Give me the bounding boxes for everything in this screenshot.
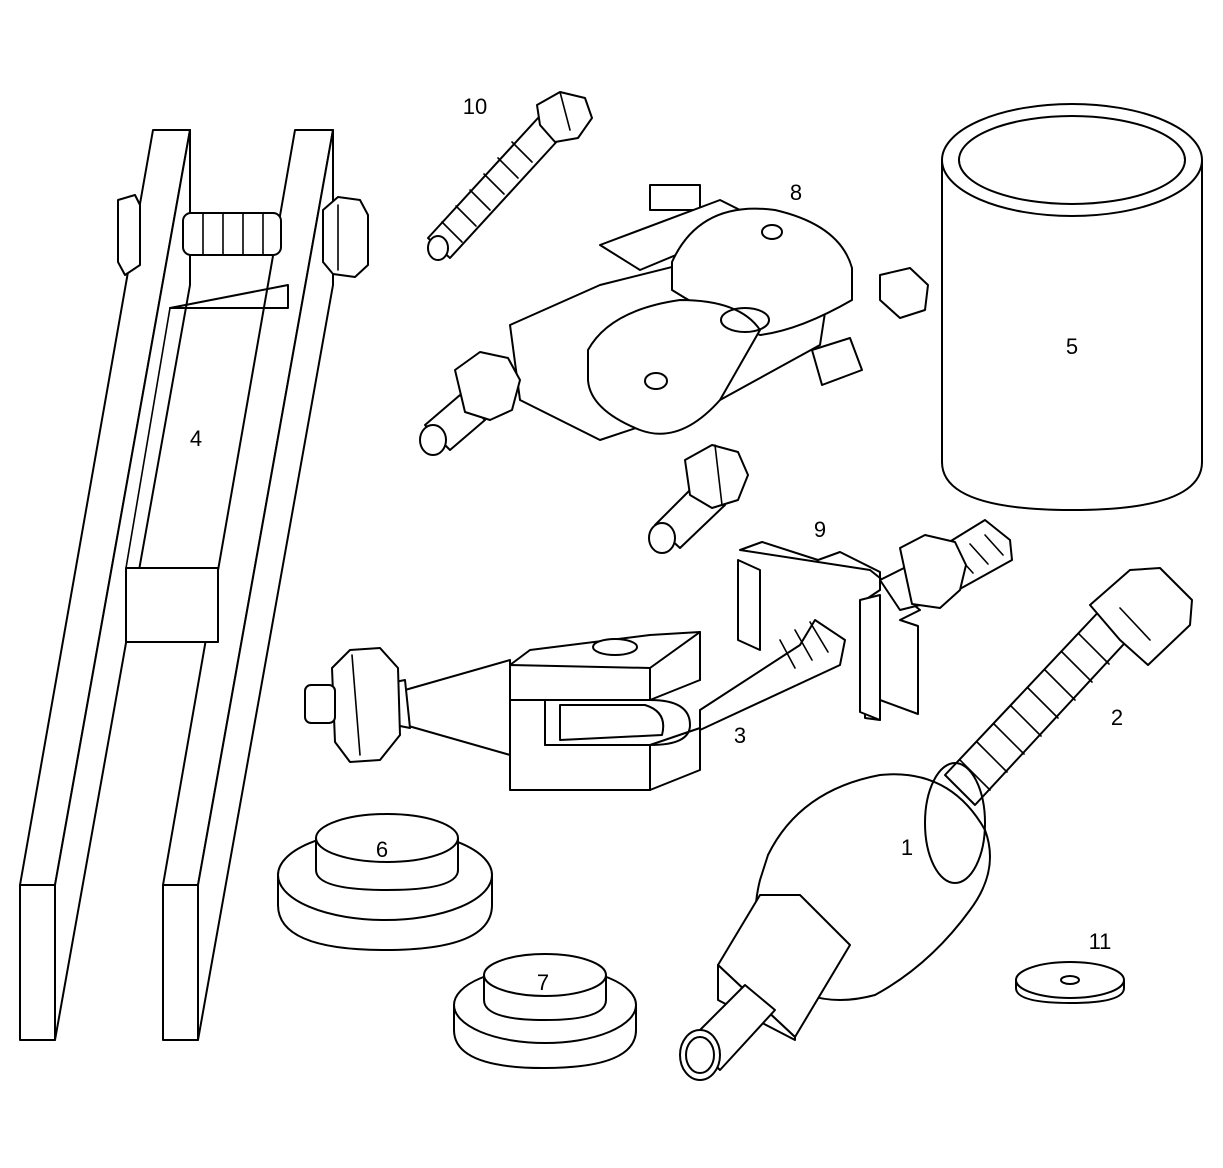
callout-4: 4 — [190, 426, 202, 451]
callout-9: 9 — [814, 517, 826, 542]
callout-5: 5 — [1066, 334, 1078, 359]
callout-7: 7 — [537, 970, 549, 995]
adapter-disc-large — [277, 813, 493, 951]
callout-1: 1 — [901, 835, 913, 860]
callout-8: 8 — [790, 180, 802, 205]
threaded-rod — [944, 567, 1193, 806]
callout-6: 6 — [376, 837, 388, 862]
bearing-separator — [419, 184, 929, 554]
adapter-disc-small — [453, 953, 637, 1069]
washer — [1015, 961, 1125, 1004]
bolt — [427, 91, 593, 261]
callout-10: 10 — [463, 94, 487, 119]
bracket-plate — [737, 519, 1013, 721]
callout-11: 11 — [1089, 929, 1112, 954]
callout-3: 3 — [734, 723, 746, 748]
forcing-screw — [304, 619, 846, 791]
receiver-body — [679, 762, 991, 1081]
callout-2: 2 — [1111, 705, 1123, 730]
support-bracket — [19, 129, 369, 1041]
cylinder-sleeve — [941, 103, 1203, 511]
